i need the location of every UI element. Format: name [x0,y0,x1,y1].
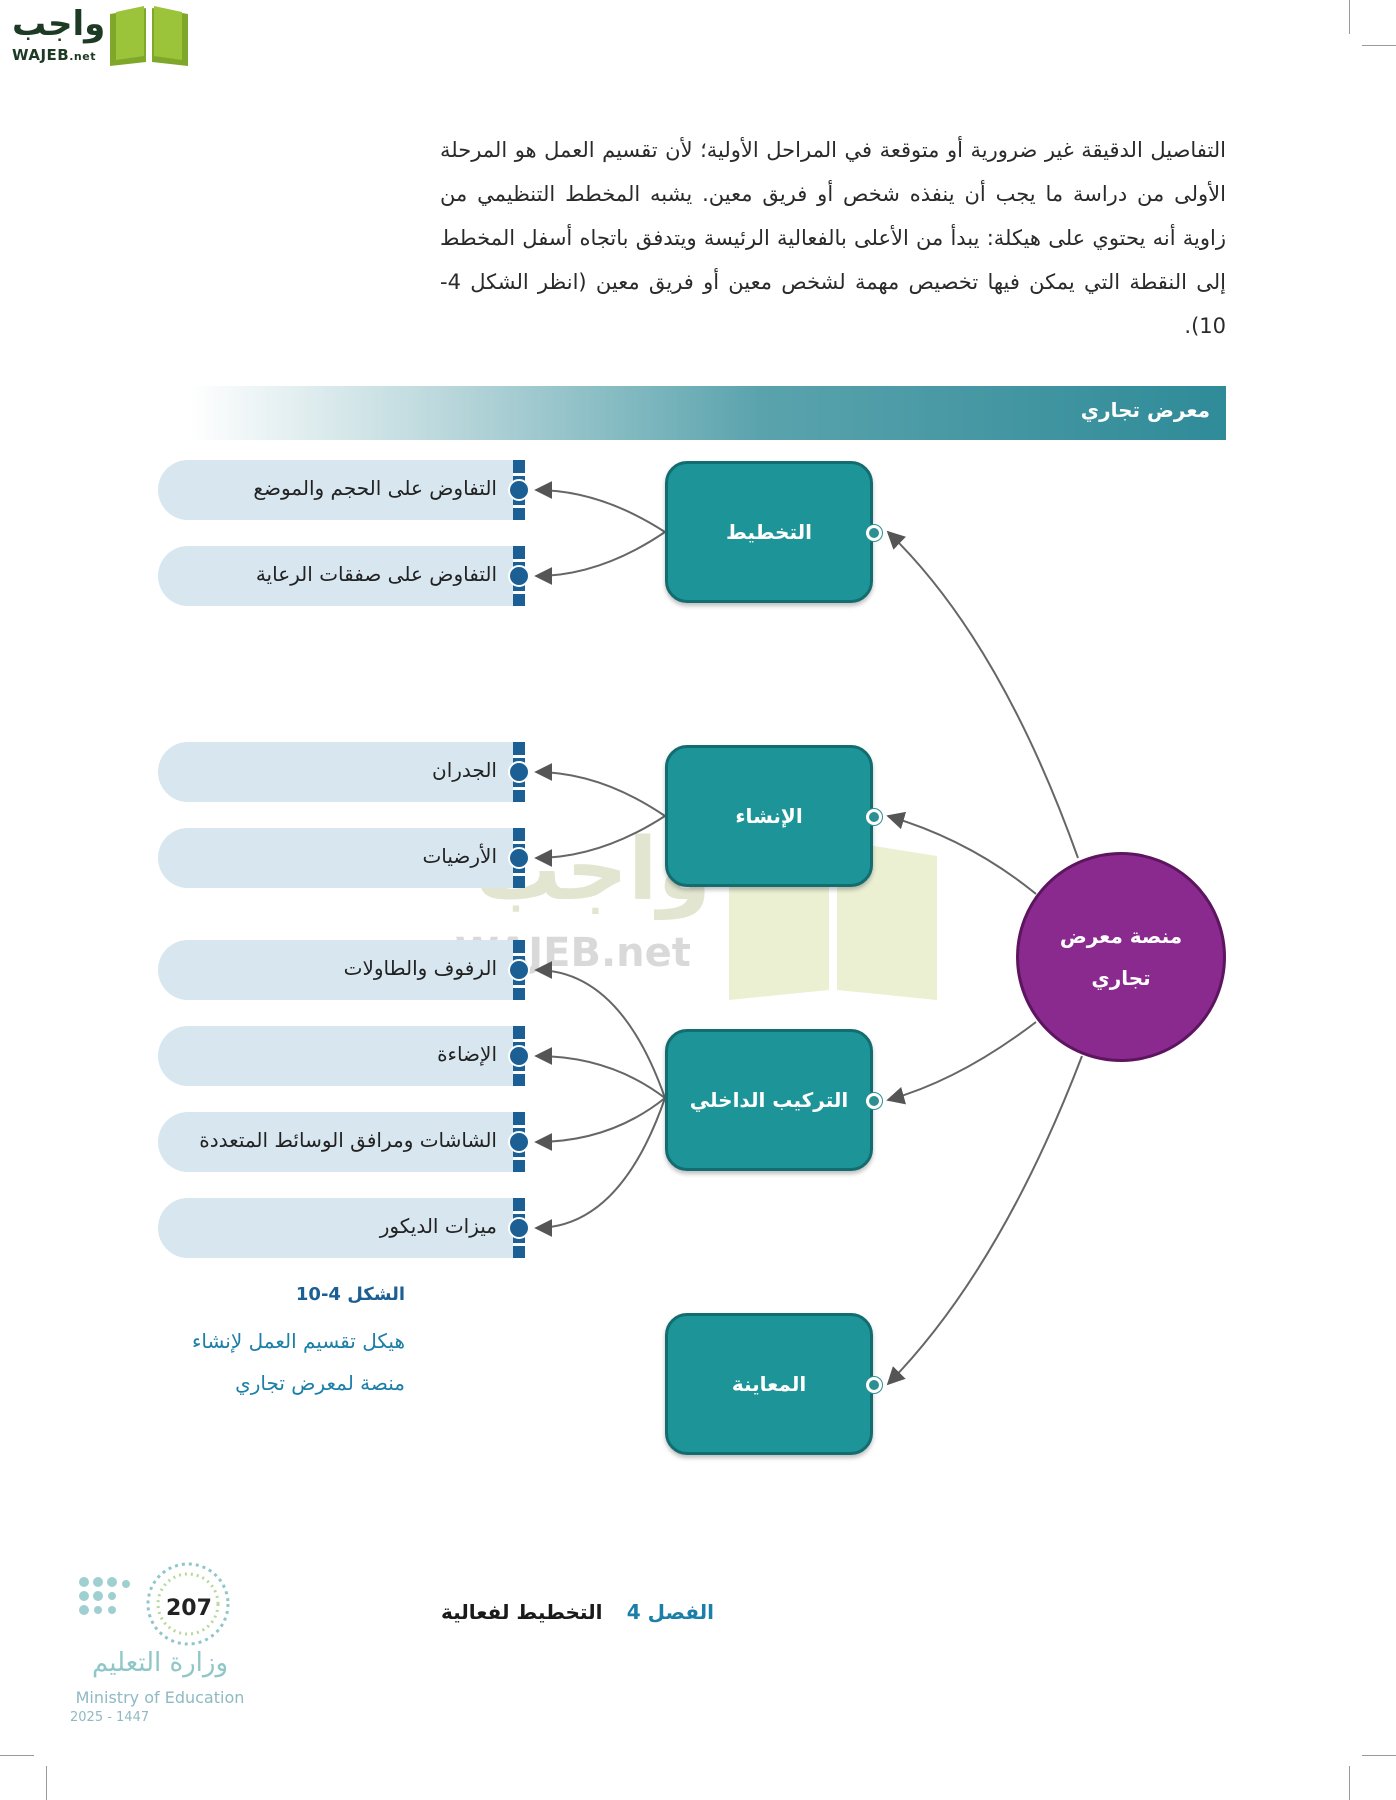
task-dot-icon [866,809,882,825]
leaf-dot-icon [508,847,530,869]
leaf-dot-icon [508,479,530,501]
task-dot-icon [866,525,882,541]
connector-interior-leaf5 [534,961,666,1099]
site-logo[interactable]: واجب WAJEB.net [10,4,192,70]
leaf-box: التفاوض على صفقات الرعاية [158,546,530,606]
crop-mark [0,1755,34,1756]
connector-building-leaf3 [534,763,666,817]
leaf-box: الإضاءة [158,1026,530,1086]
leaf-dot-icon [508,761,530,783]
logo-word: واجب [12,4,106,44]
connector-planning-leaf1 [534,481,666,533]
leaf-dot-icon [508,959,530,981]
task-label: الإنشاء [735,804,803,828]
leaf-dot-icon [508,565,530,587]
page-number: 207 [166,1596,212,1621]
leaf-label: التفاوض على صفقات الرعاية [255,562,497,586]
connector-interior-leaf6 [534,1047,666,1099]
connector-hub-building [886,811,1037,895]
task-box-interior: التركيب الداخلي [665,1029,882,1171]
task-label: التخطيط [725,520,812,544]
leaf-box: الأرضيات [158,828,530,888]
task-box-inspection: المعاينة [665,1313,882,1455]
connector-interior-leaf7 [534,1097,666,1151]
chapter-label: الفصل 4 [626,1600,714,1624]
leaf-box: التفاوض على الحجم والموضع [158,460,530,520]
task-label: التركيب الداخلي [689,1088,849,1112]
leaf-box: ميزات الديكور [158,1198,530,1258]
leaf-label: التفاوض على الحجم والموضع [253,476,497,500]
footer-chapter: الفصل 4 التخطيط لفعالية [440,1600,714,1624]
leaf-box: الشاشات ومرافق الوسائط المتعددة [158,1112,530,1172]
connector-hub-planning [886,530,1079,859]
crop-mark [1349,0,1350,34]
leaf-dot-icon [508,1217,530,1239]
ministry-years: 2025 - 1447 [70,1710,150,1725]
leaf-label: الأرضيات [422,844,497,868]
connector-hub-inspection [886,1055,1083,1386]
ministry-name-english: Ministry of Education [75,1688,245,1707]
ministry-name-arabic: وزارة التعليم [91,1648,229,1678]
connector-building-leaf4 [534,815,666,867]
leaf-label: الشاشات ومرافق الوسائط المتعددة [199,1128,497,1152]
leaf-label: الجدران [432,758,497,782]
crop-mark [1362,1755,1396,1756]
leaf-box: الرفوف والطاولات [158,940,530,1000]
connector-interior-leaf8 [534,1097,666,1237]
ministry-emblem-icon [79,1562,230,1646]
leaf-box: الجدران [158,742,530,802]
leaf-dot-icon [508,1131,530,1153]
crop-mark [1349,1766,1350,1800]
crop-mark [46,1766,47,1800]
banner-title: معرض تجاري [1080,398,1210,422]
figure-number: الشكل 4-10 [295,1284,405,1305]
leaf-label: الرفوف والطاولات [343,956,497,980]
task-dot-icon [866,1377,882,1393]
hub-circle: منصة معرض تجاري [1016,852,1226,1062]
hub-label: منصة معرض تجاري [1059,924,1183,990]
connector-hub-interior [886,1021,1037,1105]
task-dot-icon [866,1093,882,1109]
chapter-title: التخطيط لفعالية [440,1600,603,1624]
task-label: المعاينة [731,1372,807,1396]
book-icon [110,6,188,66]
task-box-building: الإنشاء [665,745,882,887]
leaf-dot-icon [508,1045,530,1067]
section-banner: معرض تجاري [190,386,1226,440]
logo-latin: WAJEB.net [12,46,96,64]
crop-mark [1362,45,1396,46]
leaf-label: الإضاءة [437,1042,497,1066]
figure-caption: هيكل تقسيم العمل لإنشاء منصة لمعرض تجاري [191,1329,405,1395]
intro-paragraph: التفاصيل الدقيقة غير ضرورية أو متوقعة في… [440,138,1226,338]
leaf-label: ميزات الديكور [379,1214,497,1238]
connector-planning-leaf2 [534,531,666,585]
task-box-planning: التخطيط [665,461,882,603]
